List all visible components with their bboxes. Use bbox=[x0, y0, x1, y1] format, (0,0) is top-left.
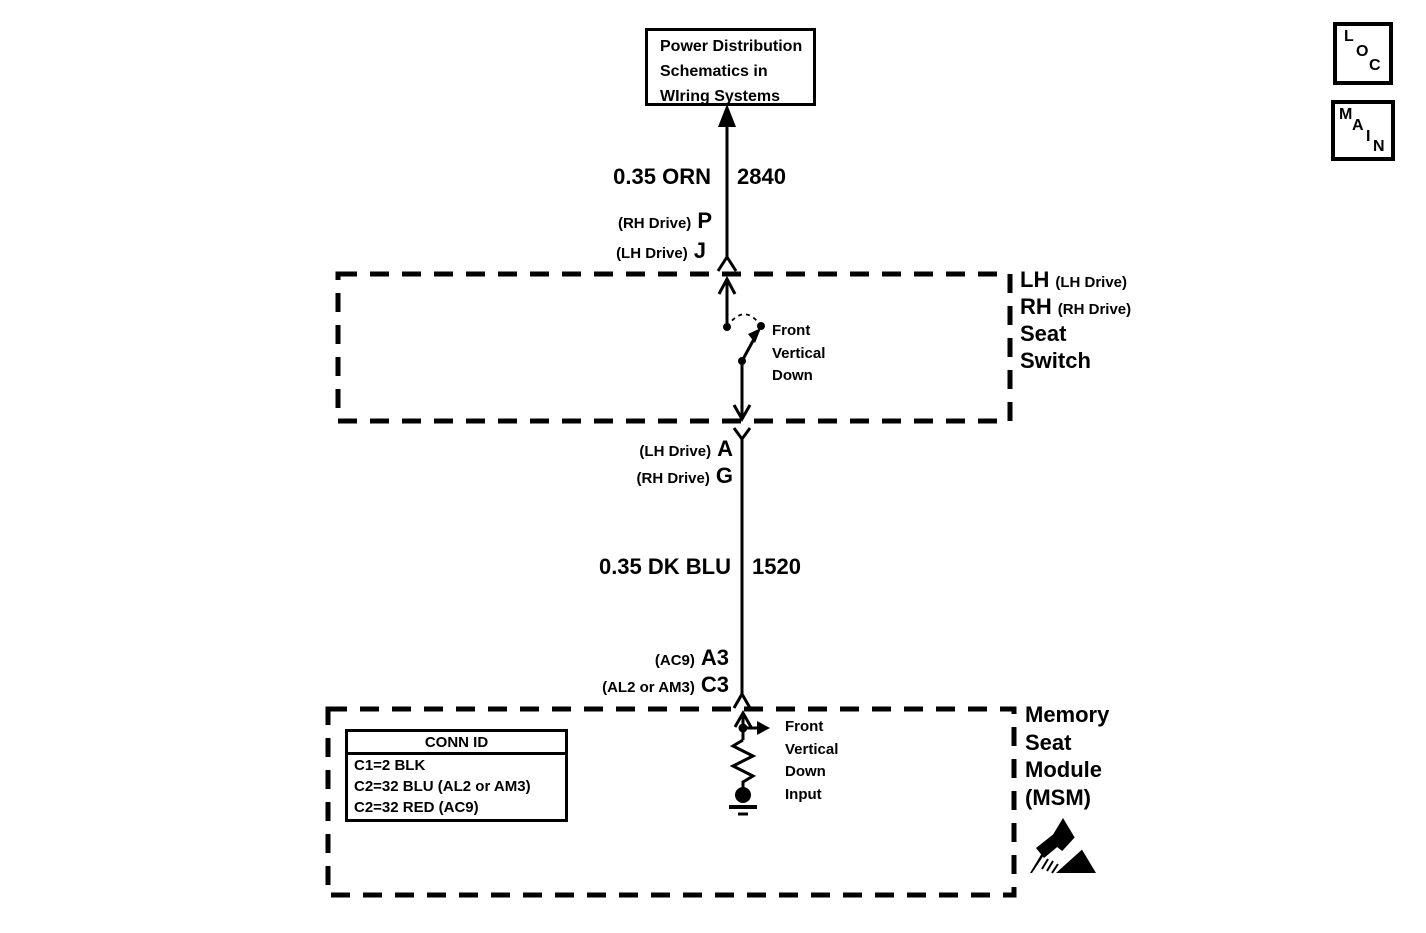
reference-line: WIring Systems bbox=[660, 88, 781, 105]
label-line: Input bbox=[785, 785, 822, 803]
switch-contact-label: Front Vertical Down bbox=[772, 320, 825, 388]
switch-blade bbox=[740, 338, 756, 362]
pin-id: P bbox=[697, 208, 712, 233]
arrowhead-up-icon bbox=[718, 104, 736, 127]
circuit-number-label: 1520 bbox=[752, 554, 801, 579]
label-line: Down bbox=[785, 763, 826, 780]
title-text: (MSM) bbox=[1025, 784, 1091, 810]
label-line: Vertical bbox=[785, 740, 839, 758]
esd-sensitive-icon bbox=[1030, 818, 1096, 874]
conn-id-header: CONN ID bbox=[348, 732, 565, 755]
reference-line: Schematics in bbox=[660, 63, 768, 80]
title-text: Memory bbox=[1025, 702, 1110, 727]
memory-seat-module-box[interactable] bbox=[325, 706, 1017, 898]
wire-gauge-color-label: 0.35 ORN bbox=[613, 164, 711, 189]
connector-chevron-icon bbox=[716, 254, 738, 272]
label-line: Front bbox=[772, 322, 811, 339]
title-text: Switch bbox=[1020, 348, 1091, 373]
pin-label: (AL2 or AM3) C3 bbox=[520, 672, 729, 697]
loc-letter: O bbox=[1356, 43, 1369, 60]
switch-contact-dot bbox=[757, 322, 765, 330]
power-distribution-reference-box[interactable]: Power Distribution Schematics in WIring … bbox=[645, 28, 816, 106]
connector-chevron-icon bbox=[732, 690, 752, 709]
title-qualifier: (LH Drive) bbox=[1055, 274, 1128, 291]
pin-label: (RH Drive) G bbox=[520, 463, 733, 488]
pin-qualifier: (AL2 or AM3) bbox=[602, 679, 695, 696]
pin-id: C3 bbox=[700, 672, 729, 697]
pin-id: J bbox=[693, 238, 706, 263]
pin-label: (RH Drive) P bbox=[500, 208, 712, 233]
switch-travel-arc bbox=[726, 313, 762, 328]
title-text: Seat bbox=[1020, 321, 1067, 346]
pin-label: (LH Drive) J bbox=[500, 238, 706, 263]
conn-id-row: C2=32 BLU (AL2 or AM3) bbox=[354, 778, 531, 795]
seat-switch-title: LH (LH Drive) RH (RH Drive) Seat Switch bbox=[1020, 267, 1132, 376]
msm-title: Memory Seat Module (MSM) bbox=[1025, 701, 1109, 811]
title-qualifier: (RH Drive) bbox=[1057, 301, 1132, 318]
main-letter: M bbox=[1339, 106, 1353, 123]
switch-blade-arrowhead-icon bbox=[748, 328, 761, 343]
pin-qualifier: (RH Drive) bbox=[636, 470, 710, 487]
wire-gauge-color-label: 0.35 DK BLU bbox=[598, 554, 731, 579]
seat-switch-box[interactable] bbox=[335, 271, 1013, 424]
connector-y-icon bbox=[732, 427, 752, 442]
pin-label: (LH Drive) A bbox=[520, 436, 733, 461]
pin-id: A3 bbox=[700, 645, 729, 670]
pin-qualifier: (RH Drive) bbox=[617, 215, 692, 232]
conn-id-table: CONN ID C1=2 BLK C2=32 BLU (AL2 or AM3) … bbox=[345, 729, 568, 822]
arrowhead-right-icon bbox=[757, 721, 770, 735]
title-text: LH bbox=[1020, 267, 1050, 292]
loc-button[interactable]: L O C bbox=[1333, 22, 1393, 85]
main-letter: A bbox=[1352, 117, 1364, 134]
title-text: Seat bbox=[1025, 729, 1072, 755]
title-text: Module bbox=[1025, 757, 1102, 782]
pin-qualifier: (LH Drive) bbox=[639, 443, 712, 460]
conn-id-row: C1=2 BLK bbox=[354, 757, 426, 774]
conn-id-row: C2=32 RED (AC9) bbox=[354, 799, 479, 816]
ground-node-dot bbox=[735, 787, 751, 803]
main-button[interactable]: M A I N bbox=[1331, 100, 1395, 161]
label-line: Vertical bbox=[772, 344, 826, 362]
circuit-number-label: 2840 bbox=[737, 164, 786, 189]
label-line: Down bbox=[772, 367, 813, 384]
arrow-down-icon bbox=[732, 404, 752, 423]
title-text: RH bbox=[1020, 294, 1052, 319]
pin-qualifier: (LH Drive) bbox=[616, 245, 688, 262]
pin-qualifier: (AC9) bbox=[654, 652, 695, 669]
main-letter: I bbox=[1366, 128, 1371, 145]
pin-id: G bbox=[715, 463, 733, 488]
reference-line: Power Distribution bbox=[660, 38, 803, 55]
msm-input-label: Front Vertical Down Input bbox=[785, 716, 838, 806]
pin-id: A bbox=[717, 436, 733, 461]
loc-letter: L bbox=[1344, 28, 1354, 45]
pin-label: (AC9) A3 bbox=[520, 645, 729, 670]
loc-letter: C bbox=[1369, 57, 1381, 74]
resistor-icon bbox=[729, 738, 757, 787]
label-line: Front bbox=[785, 718, 824, 735]
main-letter: N bbox=[1373, 138, 1385, 155]
